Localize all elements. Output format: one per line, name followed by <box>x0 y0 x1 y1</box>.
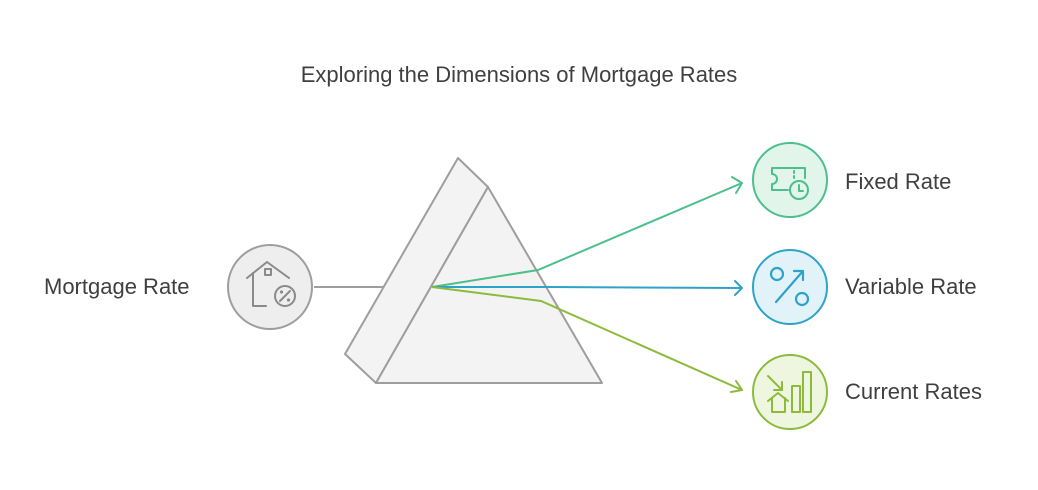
fixed-calendar-clock-icon <box>752 142 828 218</box>
diagram-title: Exploring the Dimensions of Mortgage Rat… <box>300 62 738 87</box>
output-beam-fixed <box>431 176 743 288</box>
input-label: Mortgage Rate <box>44 274 190 299</box>
output-beam-current <box>431 286 743 393</box>
prism-front-face <box>375 186 603 384</box>
arrowhead-icon <box>731 176 743 194</box>
output-label-fixed: Fixed Rate <box>845 169 952 194</box>
house-percent-icon <box>227 244 313 330</box>
output-beam-variable <box>432 280 743 296</box>
market-chart-icon <box>752 354 828 430</box>
output-label-current: Current Rates <box>845 379 982 404</box>
prism <box>344 157 603 384</box>
arrowhead-icon <box>730 380 743 393</box>
output-label-variable: Variable Rate <box>845 274 977 299</box>
arrowhead-icon <box>734 280 743 296</box>
percent-icon <box>752 249 828 325</box>
